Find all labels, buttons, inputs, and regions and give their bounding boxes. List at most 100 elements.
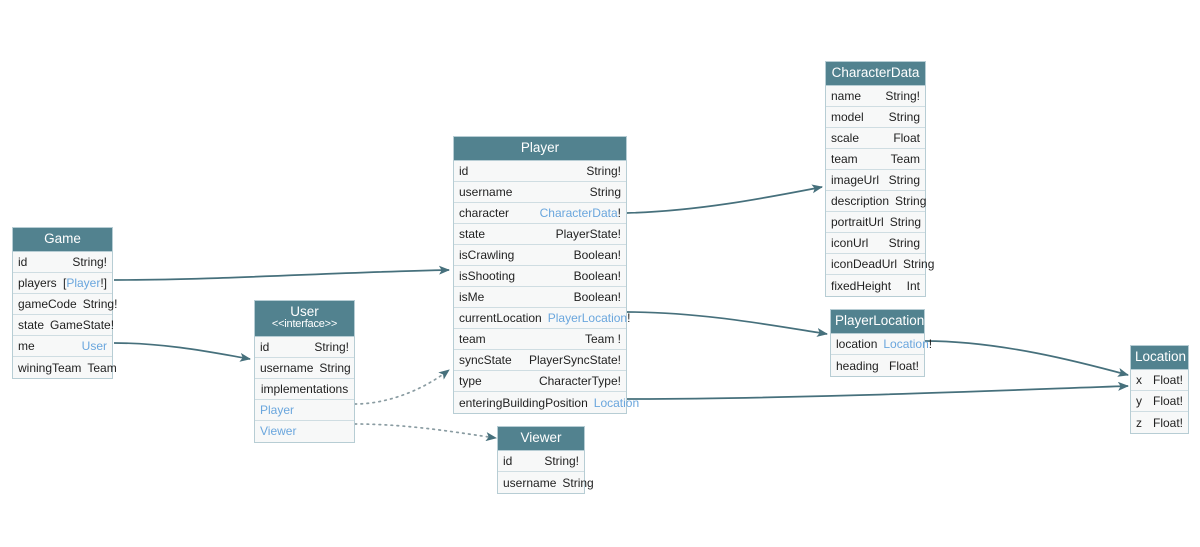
entity-characterdata[interactable]: CharacterData name String! model String …	[825, 61, 934, 298]
field-row[interactable]: state GameState!	[13, 315, 114, 337]
field-row[interactable]: id String!	[498, 451, 584, 473]
field-type: String	[888, 173, 920, 188]
field-row[interactable]: isCrawling Boolean!	[454, 245, 626, 267]
field-row[interactable]: username String	[255, 357, 354, 379]
field-type-ref[interactable]: User	[81, 339, 107, 354]
field-row[interactable]: character CharacterData!	[454, 203, 626, 225]
entity-playerlocation[interactable]: PlayerLocation location Location! headin…	[830, 309, 932, 378]
edge-player-character-to-characterdata	[626, 184, 823, 214]
field-type: PlayerLocation!	[548, 311, 631, 325]
field-type: String!	[72, 255, 107, 270]
field-name: description	[831, 194, 890, 209]
field-row[interactable]: enteringBuildingPosition Location	[454, 392, 639, 414]
entity-viewer[interactable]: Viewer id String! username String	[497, 426, 594, 495]
field-name: syncState	[459, 353, 512, 368]
field-row[interactable]: model String	[826, 107, 925, 129]
entity-location[interactable]: Location x Float! y Float! z Float!	[1130, 345, 1189, 435]
field-row[interactable]: iconDeadUrl String	[826, 254, 934, 276]
implementation-row-player[interactable]: Player	[255, 399, 354, 421]
field-row[interactable]: players [Player!]	[13, 273, 112, 295]
implementations-header: implementations	[255, 378, 354, 400]
field-row[interactable]: id String!	[454, 161, 626, 183]
field-type: Float!	[1152, 415, 1183, 430]
field-row[interactable]: team Team !	[454, 329, 626, 351]
entity-player[interactable]: Player id String! username String charac…	[453, 136, 639, 415]
field-name: username	[459, 185, 513, 200]
field-type-ref[interactable]: CharacterData	[539, 206, 618, 221]
field-row[interactable]: me User	[13, 336, 112, 358]
field-row[interactable]: gameCode String!	[13, 294, 117, 316]
field-type: Boolean!	[573, 290, 621, 305]
field-row[interactable]: iconUrl String	[826, 233, 925, 255]
field-row[interactable]: imageUrl String	[826, 170, 925, 192]
field-row[interactable]: type CharacterType!	[454, 371, 626, 393]
field-name: fixedHeight	[831, 278, 892, 293]
edge-game-players-to-player	[113, 265, 450, 281]
field-type-suffix: !]	[100, 276, 107, 291]
field-row[interactable]: team Team	[826, 149, 925, 171]
entity-game[interactable]: Game id String! players [Player!] gameCo…	[12, 227, 117, 380]
field-name: id	[18, 255, 28, 270]
field-name: players	[18, 276, 57, 291]
field-type: Team !	[584, 332, 621, 347]
field-type-ref[interactable]: Location	[883, 337, 929, 352]
field-row[interactable]: state PlayerState!	[454, 224, 626, 246]
field-row[interactable]: isMe Boolean!	[454, 287, 626, 309]
field-name: gameCode	[18, 297, 77, 312]
implementation-name[interactable]: Viewer	[260, 424, 297, 439]
entity-player-header: Player	[454, 137, 626, 162]
entity-characterdata-title: CharacterData	[831, 65, 920, 80]
field-name: model	[831, 110, 864, 125]
field-type: Float!	[1152, 394, 1183, 409]
field-row[interactable]: description String	[826, 191, 926, 213]
field-type: String!	[82, 297, 118, 312]
field-type: String	[889, 215, 922, 230]
edge-user-implements-viewer	[354, 423, 497, 442]
entity-user-header: User <<interface>>	[255, 301, 354, 337]
field-row[interactable]: z Float!	[1131, 412, 1188, 434]
field-type: Team	[87, 360, 117, 375]
field-type: Boolean!	[573, 248, 621, 263]
field-row[interactable]: currentLocation PlayerLocation!	[454, 308, 630, 330]
entity-user[interactable]: User <<interface>> id String! username S…	[254, 300, 355, 443]
field-type-ref[interactable]: Player	[66, 276, 101, 291]
field-row[interactable]: username String	[498, 472, 594, 494]
entity-game-header: Game	[13, 228, 112, 253]
field-type: Float!	[1152, 373, 1183, 388]
field-row[interactable]: portraitUrl String	[826, 212, 925, 234]
edge-game-me-to-user	[113, 342, 251, 362]
field-row[interactable]: scale Float	[826, 128, 925, 150]
field-row[interactable]: location Location!	[831, 334, 932, 356]
field-row[interactable]: fixedHeight Int	[826, 275, 925, 297]
field-type-ref[interactable]: PlayerLocation	[547, 311, 628, 326]
field-row[interactable]: username String	[454, 182, 626, 204]
field-name: winingTeam	[18, 360, 82, 375]
edge-player-currentlocation-to-playerlocation	[626, 311, 828, 337]
field-name: state	[459, 227, 486, 242]
field-name: me	[18, 339, 35, 354]
field-row[interactable]: syncState PlayerSyncState!	[454, 350, 626, 372]
field-name: team	[459, 332, 486, 347]
field-row[interactable]: name String!	[826, 86, 925, 108]
field-row[interactable]: x Float!	[1131, 370, 1188, 392]
entity-playerlocation-title: PlayerLocation	[835, 313, 925, 328]
field-row[interactable]: winingTeam Team	[13, 357, 117, 379]
field-type-ref[interactable]: Location	[593, 395, 640, 410]
field-name: id	[459, 164, 469, 179]
implementation-name[interactable]: Player	[260, 402, 295, 417]
field-type-prefix: [	[62, 276, 67, 291]
field-name: name	[831, 89, 862, 104]
field-name: portraitUrl	[831, 215, 884, 230]
entity-location-title: Location	[1135, 349, 1187, 364]
field-row[interactable]: id String!	[255, 336, 354, 358]
field-type: Team	[890, 152, 920, 167]
field-row[interactable]: isShooting Boolean!	[454, 266, 626, 288]
field-type: String!	[314, 339, 349, 354]
field-row[interactable]: id String!	[13, 252, 112, 274]
field-row[interactable]: heading Float!	[831, 355, 924, 377]
field-type: String	[888, 236, 920, 251]
field-row[interactable]: y Float!	[1131, 391, 1188, 413]
implementation-row-viewer[interactable]: Viewer	[255, 420, 354, 442]
field-name: team	[831, 152, 858, 167]
